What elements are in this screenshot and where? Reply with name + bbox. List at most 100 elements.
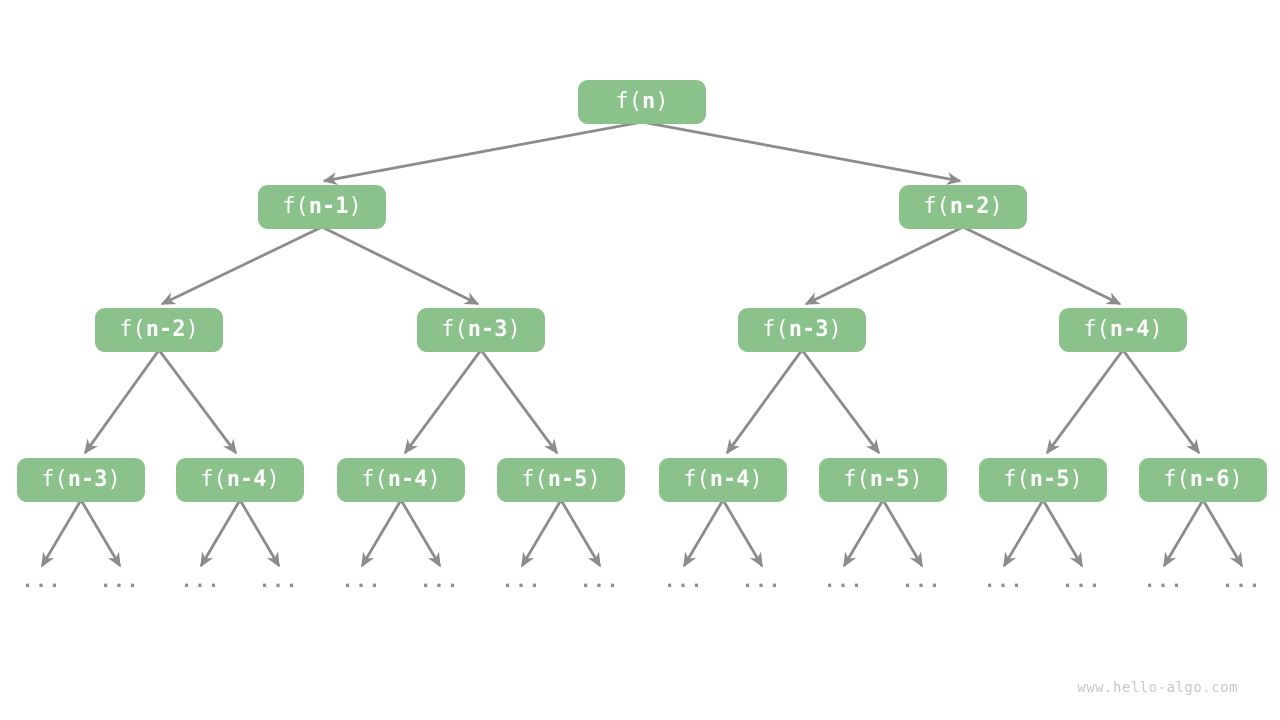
node-label-arg: n-5 [1029,467,1070,492]
edge-arrow [79,499,122,568]
edge-arrow [83,349,161,455]
tree-node-l2-2: f(n-3) [738,308,866,352]
node-label-prefix: f( [361,467,388,492]
node-label-arg: n-2 [145,317,186,342]
watermark-text: www.hello-algo.com [1077,680,1238,696]
node-label-arg: n-4 [226,467,267,492]
node-label-prefix: f( [282,194,309,219]
edge-arrow [881,499,924,568]
ellipsis: ... [1143,570,1185,592]
node-label-suffix: ) [427,467,441,492]
edge-arrow [157,349,238,455]
node-label-arg: n-4 [1109,317,1150,342]
node-label-prefix: f( [762,317,789,342]
ellipsis: ... [1221,570,1263,592]
ellipsis: ... [341,570,383,592]
node-label-suffix: ) [1149,317,1163,342]
node-label-arg: n-5 [547,467,588,492]
node-label-prefix: f( [119,317,146,342]
node-label-prefix: f( [1163,467,1190,492]
tree-node-l3-7: f(n-6) [1139,458,1267,502]
ellipsis: ... [823,570,865,592]
node-label-prefix: f( [843,467,870,492]
edge-arrow [520,499,563,568]
edge-arrow [160,225,323,306]
node-label-suffix: ) [828,317,842,342]
tree-node-l0-0: f(n) [578,80,706,124]
node-label-suffix: ) [655,89,669,114]
node-label-suffix: ) [1069,467,1083,492]
node-label-arg: n-5 [869,467,910,492]
edge-arrow [804,225,964,306]
ellipsis: ... [1061,570,1103,592]
node-label-suffix: ) [507,317,521,342]
node-label-prefix: f( [41,467,68,492]
ellipsis: ... [663,570,705,592]
tree-node-l3-0: f(n-3) [17,458,145,502]
node-label-arg: n-3 [467,317,508,342]
node-label-arg: n-6 [1189,467,1230,492]
edge-arrow [800,349,881,455]
edge-arrow [641,120,962,185]
node-label-prefix: f( [200,467,227,492]
edge-arrow [725,349,804,455]
ellipsis: ... [419,570,461,592]
edge-arrow [360,499,403,568]
tree-node-l3-3: f(n-5) [497,458,625,502]
node-label-prefix: f( [441,317,468,342]
tree-node-l3-5: f(n-5) [819,458,947,502]
ellipsis: ... [21,570,63,592]
tree-node-l2-3: f(n-4) [1059,308,1187,352]
edge-arrow [682,499,725,568]
edge-arrow [842,499,885,568]
edge-arrow [1002,499,1045,568]
node-label-suffix: ) [348,194,362,219]
ellipsis: ... [901,570,943,592]
edge-arrow [1121,349,1201,455]
edge-arrow [238,499,281,568]
edge-arrow [399,499,442,568]
node-label-suffix: ) [749,467,763,492]
node-label-arg: n-3 [67,467,108,492]
tree-node-l2-0: f(n-2) [95,308,223,352]
node-label-prefix: f( [1083,317,1110,342]
node-label-suffix: ) [107,467,121,492]
ellipsis: ... [579,570,621,592]
ellipsis: ... [741,570,783,592]
edge-arrow [322,120,643,185]
node-label-prefix: f( [923,194,950,219]
node-label-suffix: ) [1229,467,1243,492]
edge-arrow [1162,499,1205,568]
node-label-arg: n [642,89,656,114]
tree-node-l3-4: f(n-4) [659,458,787,502]
edge-arrow [1201,499,1244,568]
tree-node-l3-2: f(n-4) [337,458,465,502]
edge-arrow [321,225,480,306]
node-label-prefix: f( [521,467,548,492]
ellipsis: ... [258,570,300,592]
tree-node-l3-6: f(n-5) [979,458,1107,502]
node-label-arg: n-4 [709,467,750,492]
node-label-arg: n-1 [308,194,349,219]
tree-node-l3-1: f(n-4) [176,458,304,502]
edge-arrow [199,499,242,568]
tree-node-l1-0: f(n-1) [258,185,386,229]
node-label-suffix: ) [989,194,1003,219]
edge-arrow [721,499,764,568]
edge-arrow [962,225,1122,306]
node-label-prefix: f( [615,89,643,114]
tree-node-l1-1: f(n-2) [899,185,1027,229]
node-label-suffix: ) [266,467,280,492]
node-label-suffix: ) [909,467,923,492]
edge-arrow [403,349,483,455]
node-label-prefix: f( [683,467,710,492]
node-label-prefix: f( [1003,467,1030,492]
edge-arrow [559,499,602,568]
node-label-arg: n-4 [387,467,428,492]
ellipsis: ... [180,570,222,592]
node-label-suffix: ) [185,317,199,342]
tree-node-l2-1: f(n-3) [417,308,545,352]
edge-arrow [40,499,83,568]
